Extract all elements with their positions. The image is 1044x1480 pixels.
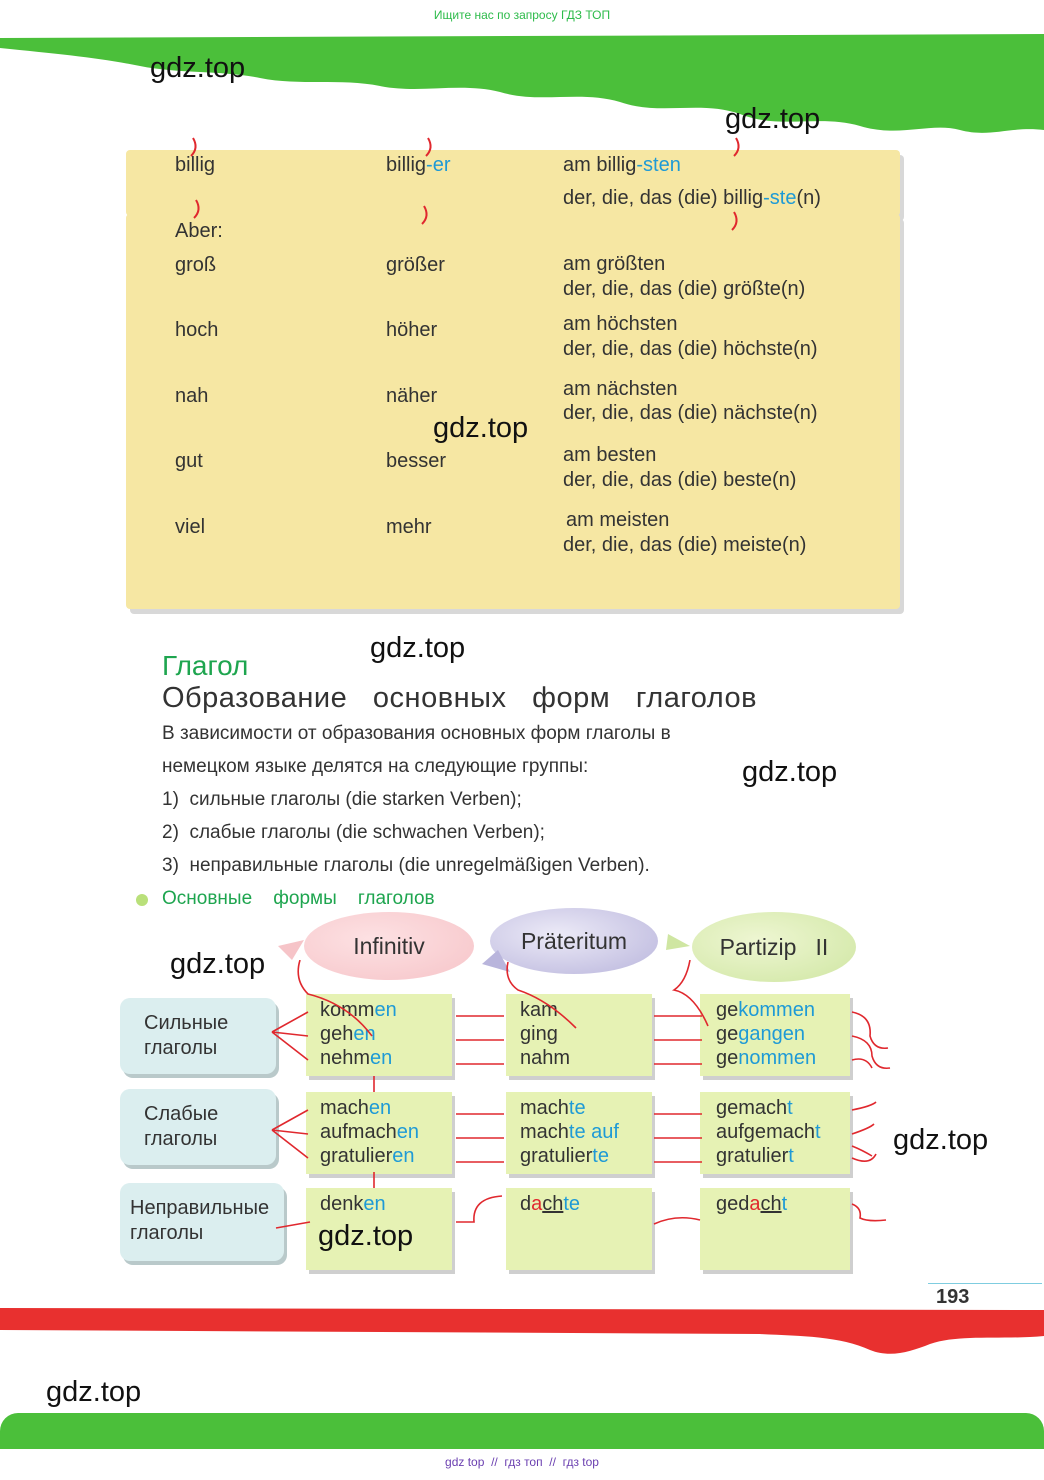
prateritum-bubble: Präteritum xyxy=(490,908,658,974)
table-cell: der, die, das (die) beste(n) xyxy=(563,469,797,491)
strong-prateritum-box: kam ging nahm xyxy=(506,994,652,1076)
table-cell: groß xyxy=(175,254,217,276)
bottom-red-band xyxy=(0,1308,1044,1354)
paragraph-line: В зависимости от образования основных фо… xyxy=(162,723,671,744)
table-cell: hoch xyxy=(175,319,219,341)
watermark: gdz.top xyxy=(433,412,529,444)
top-green-band xyxy=(0,34,1044,133)
table-cell: besser xyxy=(386,450,447,472)
table-cell: am größten xyxy=(563,253,666,275)
list-item: 2) слабые глаголы (die schwachen Verben)… xyxy=(162,822,545,843)
subheading: Основные формы глаголов xyxy=(162,888,435,909)
table-cell: der, die, das (die) höchste(n) xyxy=(563,338,818,360)
bullet-dot xyxy=(136,894,148,906)
watermark: gdz.top xyxy=(170,948,266,980)
billig-superlative-article: der, die, das (die) billig-ste(n) xyxy=(563,187,821,209)
watermark: gdz.top xyxy=(46,1376,142,1408)
table-cell: gut xyxy=(175,450,203,472)
paragraph-line: немецком языке делятся на следующие груп… xyxy=(162,756,589,777)
watermark: gdz.top xyxy=(370,632,466,664)
table-cell: am höchsten xyxy=(563,313,678,335)
table-cell: der, die, das (die) nächste(n) xyxy=(563,402,818,424)
billig-superlative-am: am billig-sten xyxy=(563,154,681,176)
aber-label: Aber: xyxy=(175,220,223,242)
group-irregular: Неправильные глаголы xyxy=(120,1183,284,1261)
connector-arrows xyxy=(271,960,891,1229)
bottom-green-bar xyxy=(0,1413,1044,1449)
table-cell: viel xyxy=(175,516,206,538)
table-cell: am nächsten xyxy=(563,378,678,400)
page-number-rule xyxy=(928,1283,1042,1284)
strong-partizip-box: gekommen gegangen genommen xyxy=(700,994,850,1076)
irregular-prateritum-box: dachte xyxy=(506,1188,652,1270)
irregular-infinitiv-box: denken xyxy=(306,1188,452,1270)
billig-comparative: billig-er xyxy=(386,154,451,176)
strong-infinitiv-box: kommen gehen nehmen xyxy=(306,994,452,1076)
table-cell: nah xyxy=(175,385,209,407)
header-note: Ищите нас по запросу ГДЗ ТОП xyxy=(433,8,611,22)
list-item: 3) неправильные глаголы (die unregelmäßi… xyxy=(162,855,650,876)
red-tick-marks xyxy=(190,137,740,231)
table-cell: mehr xyxy=(386,516,432,538)
bubble-pointers xyxy=(278,934,690,972)
irregular-partizip-box: gedacht xyxy=(700,1188,850,1270)
footer-note: gdz top // гдз топ // гдз top xyxy=(445,1455,599,1469)
table-cell: der, die, das (die) größte(n) xyxy=(563,278,806,300)
group-weak: Слабые глаголы xyxy=(120,1089,276,1165)
comparison-first-strip xyxy=(126,150,900,216)
infinitiv-bubble: Infinitiv xyxy=(304,912,474,980)
table-cell: der, die, das (die) meiste(n) xyxy=(563,534,807,556)
section-title: Глагол xyxy=(162,650,249,681)
watermark: gdz.top xyxy=(150,52,246,84)
table-cell: näher xyxy=(386,385,438,407)
group-strong: Сильные глаголы xyxy=(120,998,276,1074)
weak-prateritum-box: machte machte auf gratulierte xyxy=(506,1092,652,1174)
section-heading: Образование основных форм глаголов xyxy=(162,682,758,714)
table-cell: höher xyxy=(386,319,438,341)
table-cell: am meisten xyxy=(566,509,670,531)
watermark: gdz.top xyxy=(893,1124,989,1156)
page-number: 193 xyxy=(936,1286,970,1308)
weak-partizip-box: gemacht aufgemacht gratuliert xyxy=(700,1092,850,1174)
watermark: gdz.top xyxy=(725,103,821,135)
comparison-table-paper xyxy=(126,214,900,609)
table-cell: am besten xyxy=(563,444,657,466)
watermark: gdz.top xyxy=(742,756,838,788)
table-cell: größer xyxy=(386,254,445,276)
list-item: 1) сильные глаголы (die starken Verben); xyxy=(162,789,522,810)
watermark: gdz.top xyxy=(318,1220,414,1252)
partizip-bubble: Partizip II xyxy=(692,912,856,982)
weak-infinitiv-box: machen aufmachen gratulieren xyxy=(306,1092,452,1174)
billig-positive: billig xyxy=(175,154,216,176)
